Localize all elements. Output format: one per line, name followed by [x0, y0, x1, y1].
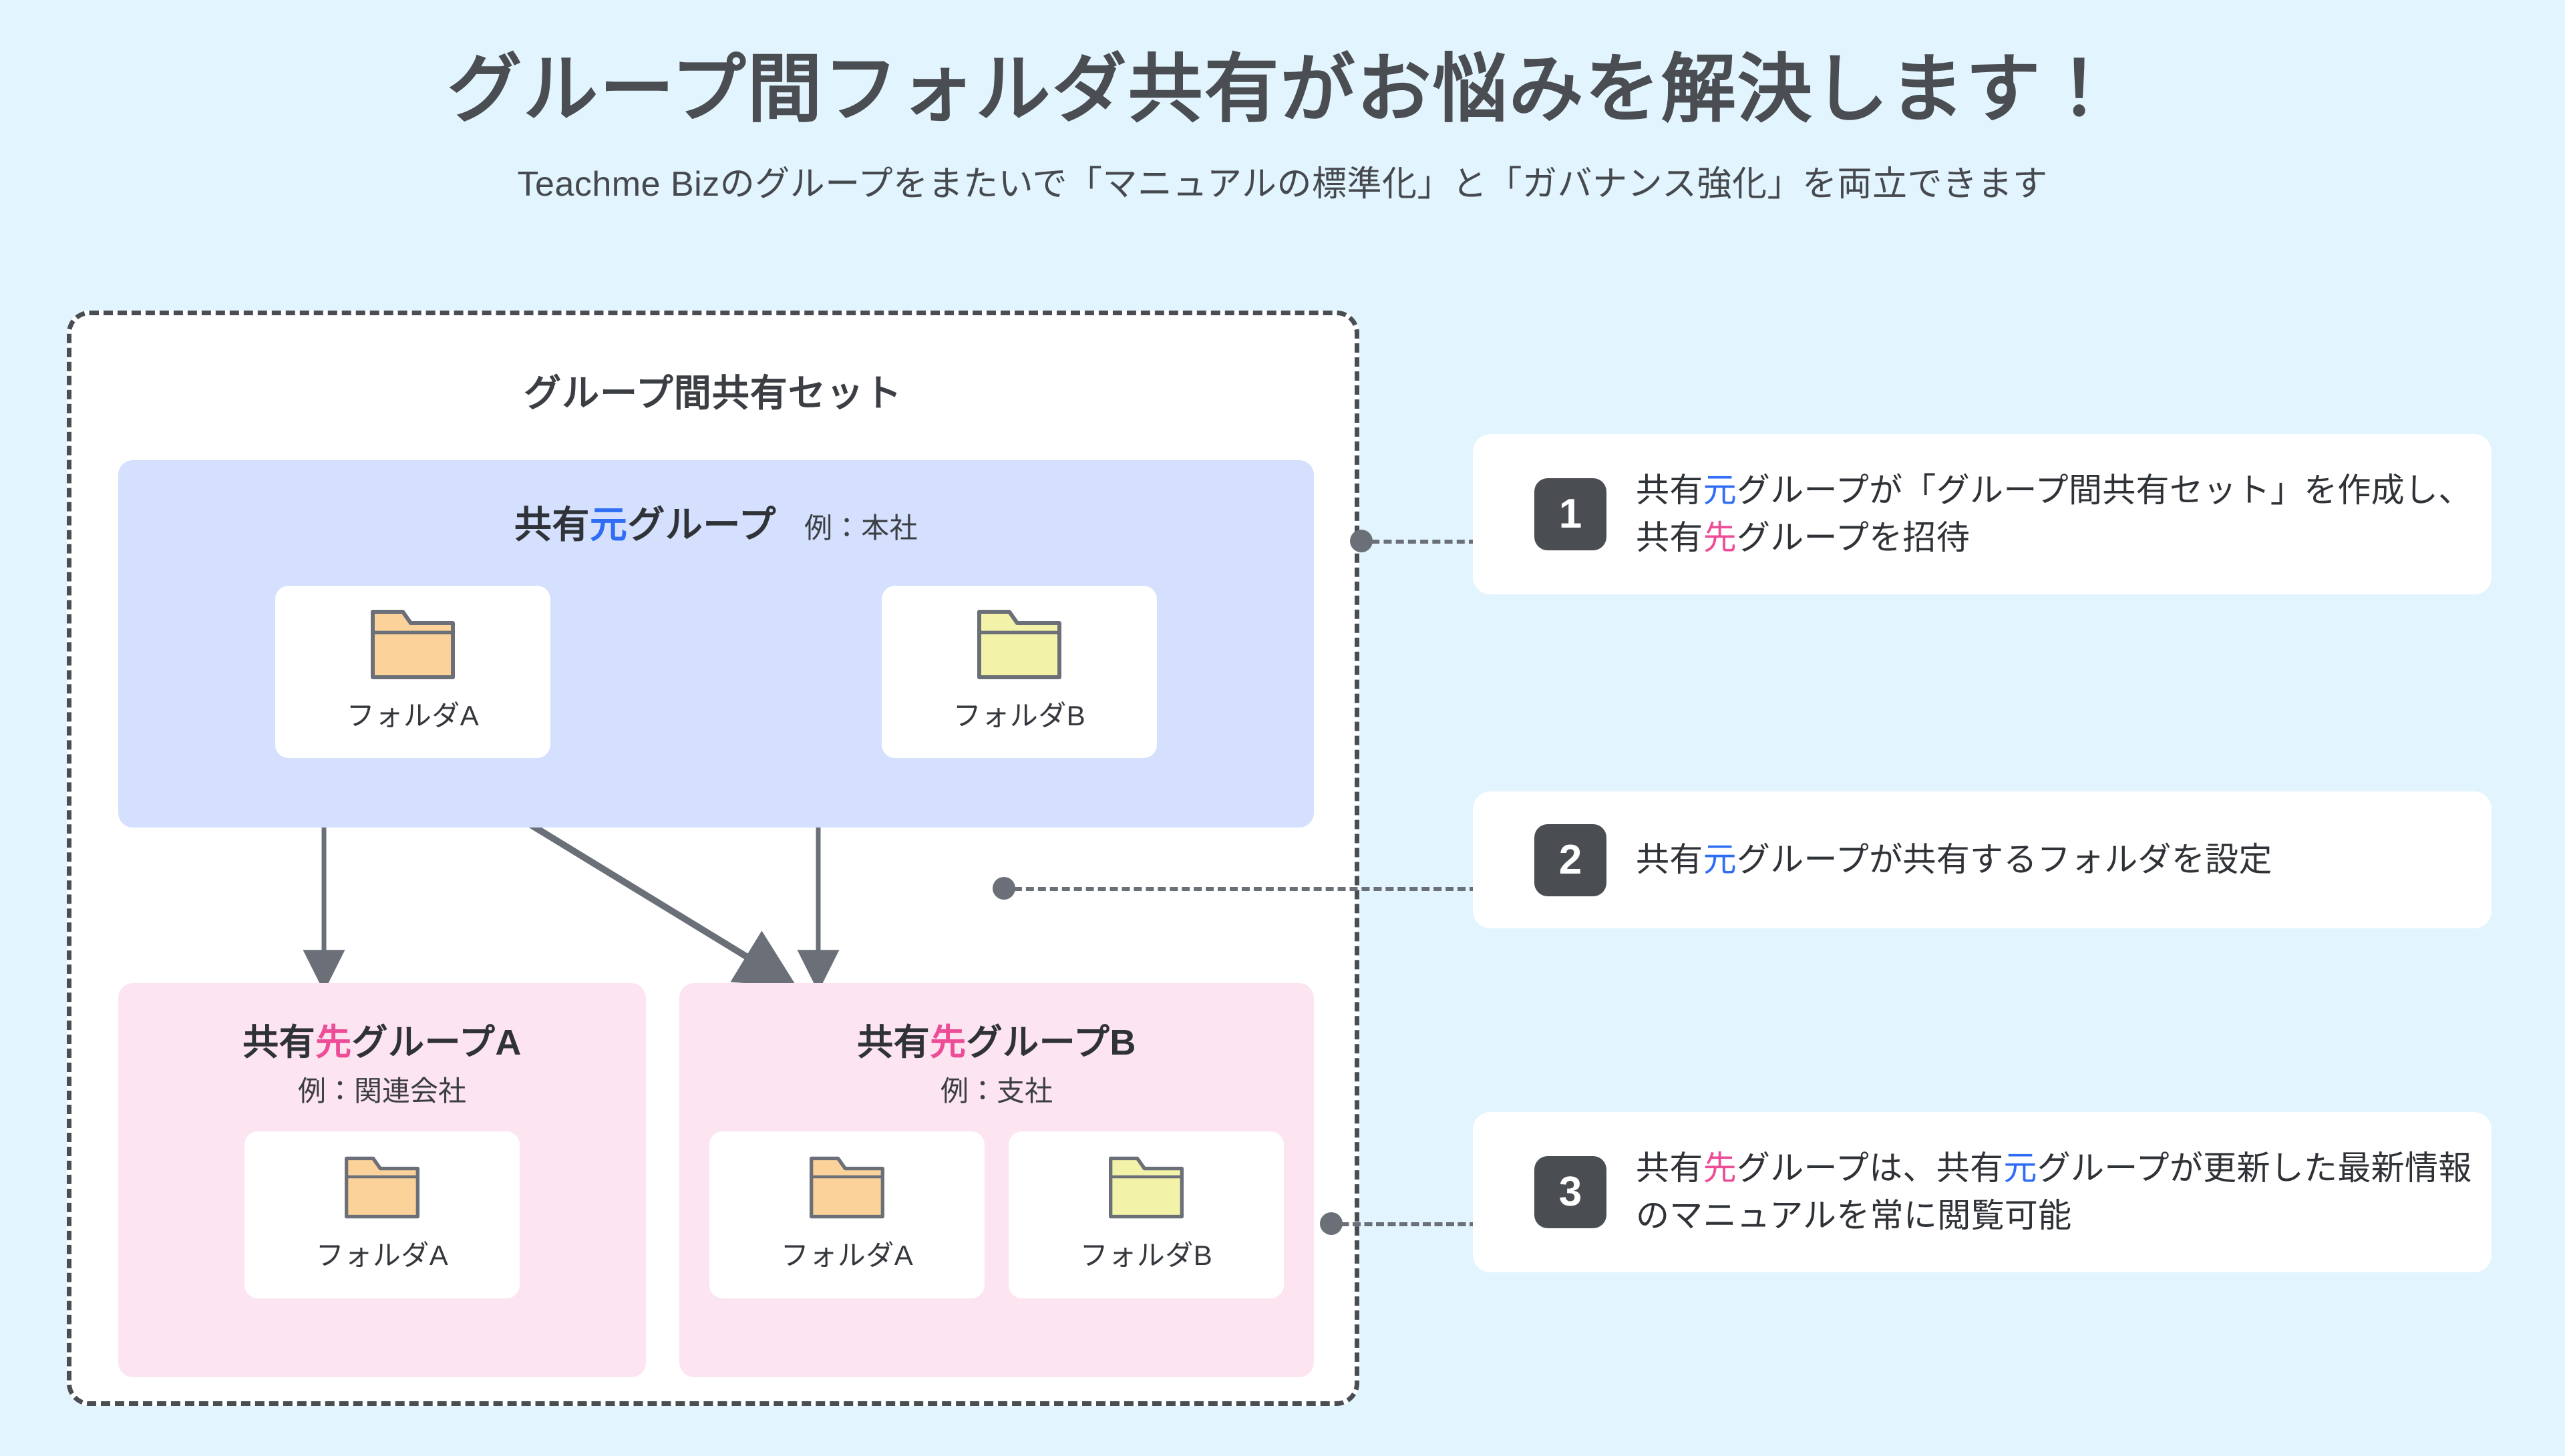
step-3-seg-4: グループが更新した最新情報のマニュアルを常に閲覧可能: [1636, 1149, 2472, 1234]
folder-label: フォルダA: [315, 1240, 449, 1271]
step-2-seg-2: グループが共有するフォルダを設定: [1736, 841, 2272, 878]
connector-line-step-2: [1002, 887, 1478, 891]
step-3-seg-1: 先: [1703, 1149, 1737, 1187]
source-group-title-suffix: グループ: [627, 504, 777, 546]
folder-tile[interactable]: フォルダA: [275, 586, 550, 758]
step-1-seg-4: グループを招待: [1736, 519, 1971, 556]
share-set-title: グループ間共有セット: [524, 372, 902, 414]
folder-tile[interactable]: フォルダB: [1009, 1131, 1284, 1298]
step-3-seg-2: グループは、共有: [1736, 1149, 2004, 1187]
folder-icon: [371, 610, 455, 683]
destination-group-b-panel: 共有先グループB 例：支社 フォルダA: [679, 983, 1314, 1377]
destination-group-a-title: 共有先グループA: [118, 1013, 646, 1065]
step-3-seg-3: 元: [2003, 1149, 2037, 1187]
destination-group-b-title: 共有先グループB: [679, 1013, 1314, 1065]
step-badge-2: 2: [1534, 824, 1606, 896]
folder-icon: [345, 1156, 419, 1222]
folder-icon: [810, 1156, 884, 1222]
folder-label: フォルダB: [953, 700, 1086, 731]
destination-group-a-example: 例：関連会社: [297, 1075, 466, 1107]
step-2-seg-1: 元: [1703, 841, 1737, 878]
destination-group-b-title-highlight: 先: [930, 1023, 967, 1063]
connector-line-step-1: [1359, 540, 1477, 544]
step-1-seg-1: 元: [1703, 472, 1737, 509]
step-1-seg-2: グループが「グループ間共有セット」を作成し、共有: [1636, 472, 2472, 556]
folder-label: フォルダA: [780, 1240, 914, 1271]
page-header: グループ間フォルダ共有がお悩みを解決します！ Teachme Bizのグループを…: [0, 41, 2565, 206]
source-group-title-prefix: 共有: [514, 504, 590, 546]
connector-line-step-3: [1329, 1222, 1478, 1226]
destination-group-a-title-suffix: グループA: [351, 1023, 522, 1063]
step-card-3[interactable]: 3 共有先グループは、共有元グループが更新した最新情報のマニュアルを常に閲覧可能: [1473, 1112, 2492, 1272]
source-folder-list: フォルダA フォルダB: [118, 586, 1314, 758]
destination-group-a-title-prefix: 共有: [242, 1023, 316, 1063]
folder-icon: [977, 610, 1061, 683]
share-set-container: グループ間共有セット 共有元グループ例：本社: [67, 311, 1359, 1406]
source-group-example: 例：本社: [804, 512, 918, 544]
step-text-1: 共有元グループが「グループ間共有セット」を作成し、共有先グループを招待: [1636, 467, 2492, 562]
folder-tile[interactable]: フォルダA: [709, 1131, 985, 1298]
step-3-seg-0: 共有: [1636, 1149, 1703, 1187]
step-card-1[interactable]: 1 共有元グループが「グループ間共有セット」を作成し、共有先グループを招待: [1473, 434, 2492, 594]
source-group-title-highlight: 元: [589, 504, 628, 546]
destination-group-a-title-highlight: 先: [315, 1023, 352, 1063]
step-2-seg-0: 共有: [1636, 841, 1703, 878]
step-text-3: 共有先グループは、共有元グループが更新した最新情報のマニュアルを常に閲覧可能: [1636, 1145, 2492, 1240]
step-1-seg-0: 共有: [1636, 472, 1703, 509]
destination-group-b-title-prefix: 共有: [857, 1023, 930, 1063]
destination-group-b-folder-list: フォルダA フォルダB: [679, 1131, 1314, 1298]
destination-group-a-folder-list: フォルダA: [118, 1131, 646, 1298]
destination-group-a-panel: 共有先グループA 例：関連会社 フォルダA: [118, 983, 646, 1377]
page-title: グループ間フォルダ共有がお悩みを解決します！: [447, 47, 2118, 131]
source-group-panel: 共有元グループ例：本社 フォルダA: [118, 460, 1314, 828]
source-group-heading: 共有元グループ例：本社: [118, 495, 1314, 549]
folder-tile[interactable]: フォルダA: [244, 1131, 520, 1298]
folder-label: フォルダA: [346, 700, 480, 731]
folder-icon: [1109, 1156, 1184, 1222]
source-group-title: 共有元グループ: [514, 504, 776, 546]
page-subtitle: Teachme Bizのグループをまたいで「マニュアルの標準化」と「ガバナンス強…: [517, 165, 2048, 204]
folder-label: フォルダB: [1079, 1240, 1213, 1271]
step-card-2[interactable]: 2 共有元グループが共有するフォルダを設定: [1473, 791, 2492, 928]
step-text-2: 共有元グループが共有するフォルダを設定: [1636, 836, 2272, 884]
step-1-seg-3: 先: [1703, 519, 1737, 556]
destination-group-b-example: 例：支社: [940, 1075, 1053, 1107]
step-badge-1: 1: [1534, 478, 1606, 550]
step-badge-3: 3: [1534, 1156, 1606, 1228]
destination-group-b-title-suffix: グループB: [966, 1023, 1136, 1063]
folder-tile[interactable]: フォルダB: [882, 586, 1157, 758]
